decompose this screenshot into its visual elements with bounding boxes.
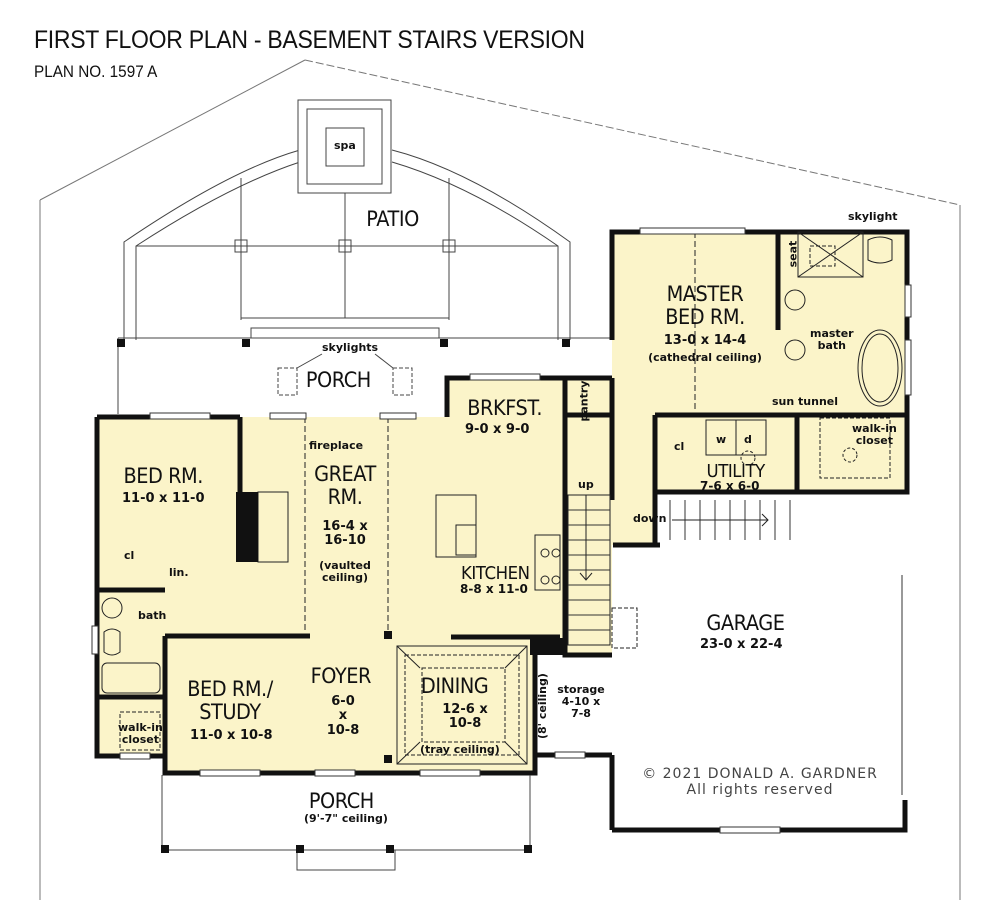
stairs-down-label: down xyxy=(633,512,667,525)
study-label: BED RM./ STUDY xyxy=(184,677,276,725)
front-porch-ceiling-note: (9'-7" ceiling) xyxy=(304,812,388,825)
dining-dims-line2: 10-8 xyxy=(448,716,482,732)
front-porch xyxy=(161,775,531,871)
skylight-note: skylight xyxy=(848,210,898,223)
great-room-dims: 16-4 x 16-10 xyxy=(300,519,390,549)
utility-label: UTILITY xyxy=(706,461,766,482)
foyer-dims: 6-0 x 10-8 xyxy=(318,694,368,738)
great-dims-line2: 16-10 xyxy=(324,533,366,549)
patio-label: PATIO xyxy=(366,207,419,231)
bedroom-closet-label: cl xyxy=(124,549,135,562)
master-walkin-label: walk-in closet xyxy=(852,422,897,448)
foyer-dims-line2: x xyxy=(338,708,348,724)
study-dims: 11-0 x 10-8 xyxy=(190,728,273,743)
front-porch-label: PORCH xyxy=(308,789,375,813)
master-bath-line1: master xyxy=(810,327,854,340)
linen-label: lin. xyxy=(169,566,189,579)
study-name-line2: STUDY xyxy=(199,700,261,725)
storage-dims-line1: 4-10 x xyxy=(561,695,601,709)
storage-name: storage xyxy=(557,683,605,696)
great-dims-line1: 16-4 x xyxy=(322,519,368,534)
roof-outline xyxy=(39,59,961,900)
copyright-line1: © 2021 DONALD A. GARDNER xyxy=(642,766,878,782)
master-name-line2: BED RM. xyxy=(665,305,745,330)
study-walkin-line1: walk-in xyxy=(118,721,163,734)
plan-title: FIRST FLOOR PLAN - BASEMENT STAIRS VERSI… xyxy=(34,26,585,54)
master-bedroom-label: MASTER BED RM. xyxy=(636,282,774,330)
master-ceiling-note: (cathedral ceiling) xyxy=(648,351,762,364)
master-bath-label: master bath xyxy=(810,327,854,353)
great-room-label: GREAT RM. xyxy=(304,462,387,510)
seat-label: seat xyxy=(786,240,800,268)
great-room-ceiling-note: (vaulted ceiling) xyxy=(300,559,390,585)
bedroom-label: BED RM. xyxy=(123,464,203,488)
storage-label: storage 4-10 x 7-8 xyxy=(556,683,606,721)
foyer-dims-line1: 6-0 xyxy=(331,694,355,709)
great-note-line1: (vaulted xyxy=(319,559,371,572)
copyright-line2: All rights reserved xyxy=(686,782,834,798)
dryer-label: d xyxy=(744,433,752,446)
breakfast-dims: 9-0 x 9-0 xyxy=(465,422,530,437)
washer-label: w xyxy=(716,433,727,446)
rear-porch xyxy=(117,337,612,414)
great-name-line2: RM. xyxy=(327,485,363,510)
spa-label: spa xyxy=(334,139,356,152)
dining-dims-line1: 12-6 x xyxy=(442,702,488,717)
bath-label: bath xyxy=(138,609,167,622)
dining-label: DINING xyxy=(420,674,489,698)
dining-8ft-ceiling-note: (8' ceiling) xyxy=(535,673,549,739)
utility-closet-label: cl xyxy=(674,440,685,453)
garage-label: GARAGE xyxy=(706,611,785,635)
kitchen-dims: 8-8 x 11-0 xyxy=(460,582,528,596)
dining-dims: 12-6 x 10-8 xyxy=(430,702,500,732)
pantry-label: pantry xyxy=(577,380,591,422)
study-walkin-label: walk-in closet xyxy=(118,721,163,747)
plan-number: PLAN NO. 1597 A xyxy=(34,62,158,81)
bedroom-dims: 11-0 x 11-0 xyxy=(122,491,205,506)
master-bath-line2: bath xyxy=(817,339,846,353)
foyer-dims-line3: 10-8 xyxy=(326,722,360,738)
rear-porch-label: PORCH xyxy=(305,368,372,392)
master-name-line1: MASTER xyxy=(666,282,744,306)
master-walkin-line2: closet xyxy=(855,434,893,448)
master-walkin-line1: walk-in xyxy=(852,422,897,435)
fireplace-note: fireplace xyxy=(309,439,364,452)
storage-dims-line2: 7-8 xyxy=(571,707,591,721)
foyer-label: FOYER xyxy=(310,664,372,688)
stairs-up-label: up xyxy=(578,478,594,491)
utility-dims: 7-6 x 6-0 xyxy=(700,479,760,493)
copyright-notice: © 2021 DONALD A. GARDNER All rights rese… xyxy=(630,766,890,798)
study-walkin-line2: closet xyxy=(121,733,159,747)
great-name-line1: GREAT xyxy=(314,462,376,486)
master-dims: 13-0 x 14-4 xyxy=(663,333,747,348)
sun-tunnel-note: sun tunnel xyxy=(772,395,839,408)
great-note-line2: ceiling) xyxy=(321,571,369,585)
rear-porch-skylights-note: skylights xyxy=(322,341,379,354)
breakfast-label: BRKFST. xyxy=(467,396,543,420)
dining-tray-ceiling-note: (tray ceiling) xyxy=(420,743,500,756)
study-name-line1: BED RM./ xyxy=(187,677,273,701)
kitchen-label: KITCHEN xyxy=(460,563,530,584)
patio-outline xyxy=(123,99,571,340)
garage-dims: 23-0 x 22-4 xyxy=(700,637,783,652)
